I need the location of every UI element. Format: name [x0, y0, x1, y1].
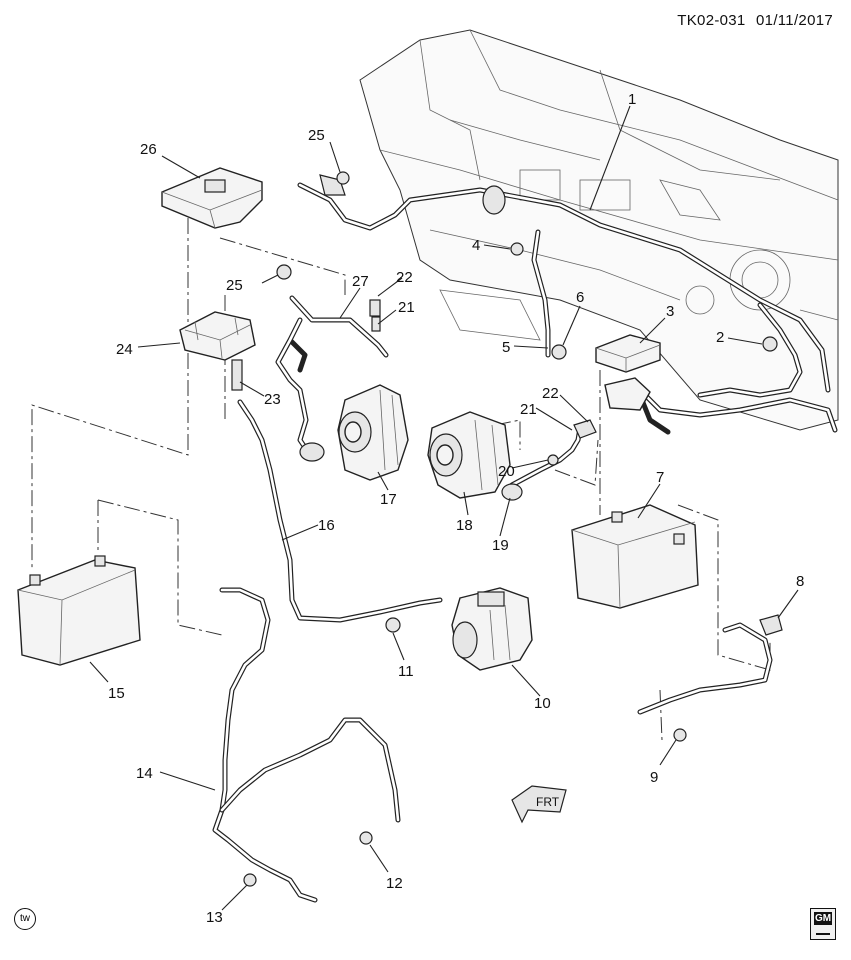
battery-7: [571, 504, 699, 609]
callout-7: 7: [656, 469, 664, 486]
callout-27: 27: [352, 273, 369, 290]
callout-21a: 21: [398, 299, 415, 316]
callout-22b: 22: [542, 385, 559, 402]
leader-lines: [89, 105, 799, 911]
diagram-date: 01/11/2017: [756, 12, 833, 29]
aux-negative-cable: [637, 622, 773, 715]
callout-25a: 25: [308, 127, 325, 144]
callout-21b: 21: [520, 401, 537, 418]
callout-23: 23: [264, 391, 281, 408]
callout-25b: 25: [226, 277, 243, 294]
front-arrow: FRT: [511, 785, 567, 824]
callout-13: 13: [206, 909, 223, 926]
callout-8: 8: [796, 573, 804, 590]
battery-tray: [161, 167, 263, 229]
generator-18: [427, 411, 511, 499]
callout-1: 1: [628, 91, 636, 108]
callout-10: 10: [534, 695, 551, 712]
starter-motor: [451, 587, 533, 671]
fuse-block: [595, 334, 661, 411]
callout-12: 12: [386, 875, 403, 892]
callout-2: 2: [716, 329, 724, 346]
callout-15: 15: [108, 685, 125, 702]
callout-labels: 1 2 3 4 5 6 7 8 9 10 11 12 13 14 15 16 1…: [108, 91, 804, 926]
positive-cable-harness: [297, 174, 838, 435]
callout-20: 20: [498, 463, 515, 480]
gm-logo: GM: [810, 908, 836, 940]
callout-3: 3: [666, 303, 674, 320]
front-arrow-label: FRT: [536, 795, 560, 809]
callout-9: 9: [650, 769, 658, 786]
diagram-header: TK02-031 01/11/2017: [677, 12, 833, 29]
battery-15: [17, 555, 141, 666]
gm-logo-text: GM: [814, 912, 832, 925]
fasteners: [243, 171, 778, 887]
callout-18: 18: [456, 517, 473, 534]
callout-16: 16: [318, 517, 335, 534]
callout-19: 19: [492, 537, 509, 554]
firewall-structure: [359, 29, 839, 431]
callout-22a: 22: [396, 269, 413, 286]
callout-5: 5: [502, 339, 510, 356]
callout-24: 24: [116, 341, 133, 358]
diagram-code: TK02-031: [677, 12, 746, 29]
generator-17: [337, 384, 409, 481]
tw-badge: tw: [14, 908, 36, 930]
callout-4: 4: [472, 237, 480, 254]
callout-26: 26: [140, 141, 157, 158]
callout-17: 17: [380, 491, 397, 508]
callout-11: 11: [398, 663, 414, 680]
callout-6: 6: [576, 289, 584, 306]
generator-lead: [501, 419, 597, 501]
gm-logo-underline: [816, 927, 830, 935]
battery-bracket: [179, 311, 256, 361]
callout-14: 14: [136, 765, 153, 782]
